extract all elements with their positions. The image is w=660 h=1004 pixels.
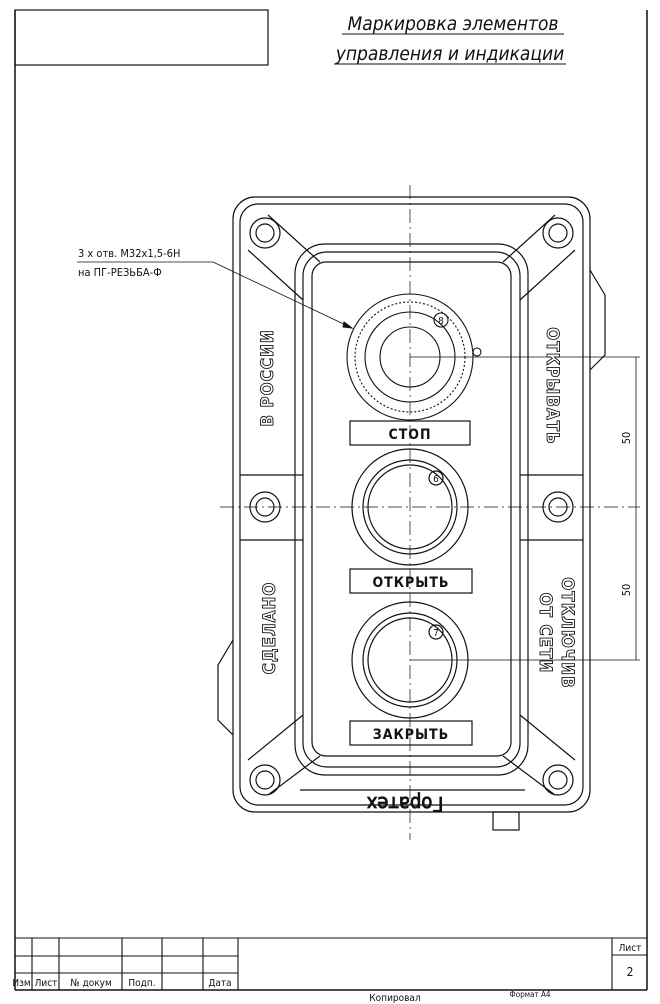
label-close: ЗАКРЫТЬ	[373, 727, 449, 743]
screws	[249, 217, 574, 796]
stop-button-drawing	[346, 293, 482, 421]
button-number-8: 8	[438, 316, 444, 327]
side-text-left-top: В РОССИИ	[258, 329, 278, 426]
logo: Горатех	[366, 792, 443, 816]
tb-format: Формат А4	[510, 990, 551, 999]
callout-line-2: на ПГ-РЕЗЬБА-Ф	[78, 266, 162, 279]
title-block	[15, 937, 647, 990]
tb-sheet-label: Лист	[619, 943, 642, 954]
tb-col-izm: Изм.	[12, 978, 33, 989]
top-left-stamp-box	[14, 9, 269, 66]
title-line-2: управления и индикации	[335, 43, 565, 65]
label-open: ОТКРЫТЬ	[372, 575, 449, 591]
open-button-drawing	[351, 448, 469, 566]
button-number-6: 6	[433, 474, 439, 485]
side-text-right-bottom-1: ОТКЛЮЧИВ	[557, 577, 577, 688]
side-text-left-bottom: СДЕЛАНО	[260, 582, 280, 675]
dimension-label-1: 50	[620, 432, 633, 445]
close-button-drawing	[351, 601, 469, 719]
tb-copied: Копировал	[369, 993, 420, 1004]
button-number-7: 7	[433, 628, 439, 639]
title-line-1: Маркировка элементов	[347, 13, 558, 35]
side-text-right-top: ОТКРЫВАТЬ	[542, 327, 562, 445]
tb-col-sign: Подп.	[128, 978, 155, 989]
label-stop: СТОП	[388, 427, 431, 443]
tb-sheet-number: 2	[627, 965, 634, 979]
callout-line-1: 3 x отв. M32x1,5-6H	[78, 247, 180, 260]
enclosure	[217, 196, 606, 831]
tb-col-date: Дата	[208, 978, 231, 989]
tb-col-doc: № докум	[70, 978, 111, 989]
side-text-right-bottom-2: ОТ СЕТИ	[535, 593, 555, 674]
dimension-label-2: 50	[620, 584, 633, 597]
tb-col-list: Лист	[35, 978, 58, 989]
